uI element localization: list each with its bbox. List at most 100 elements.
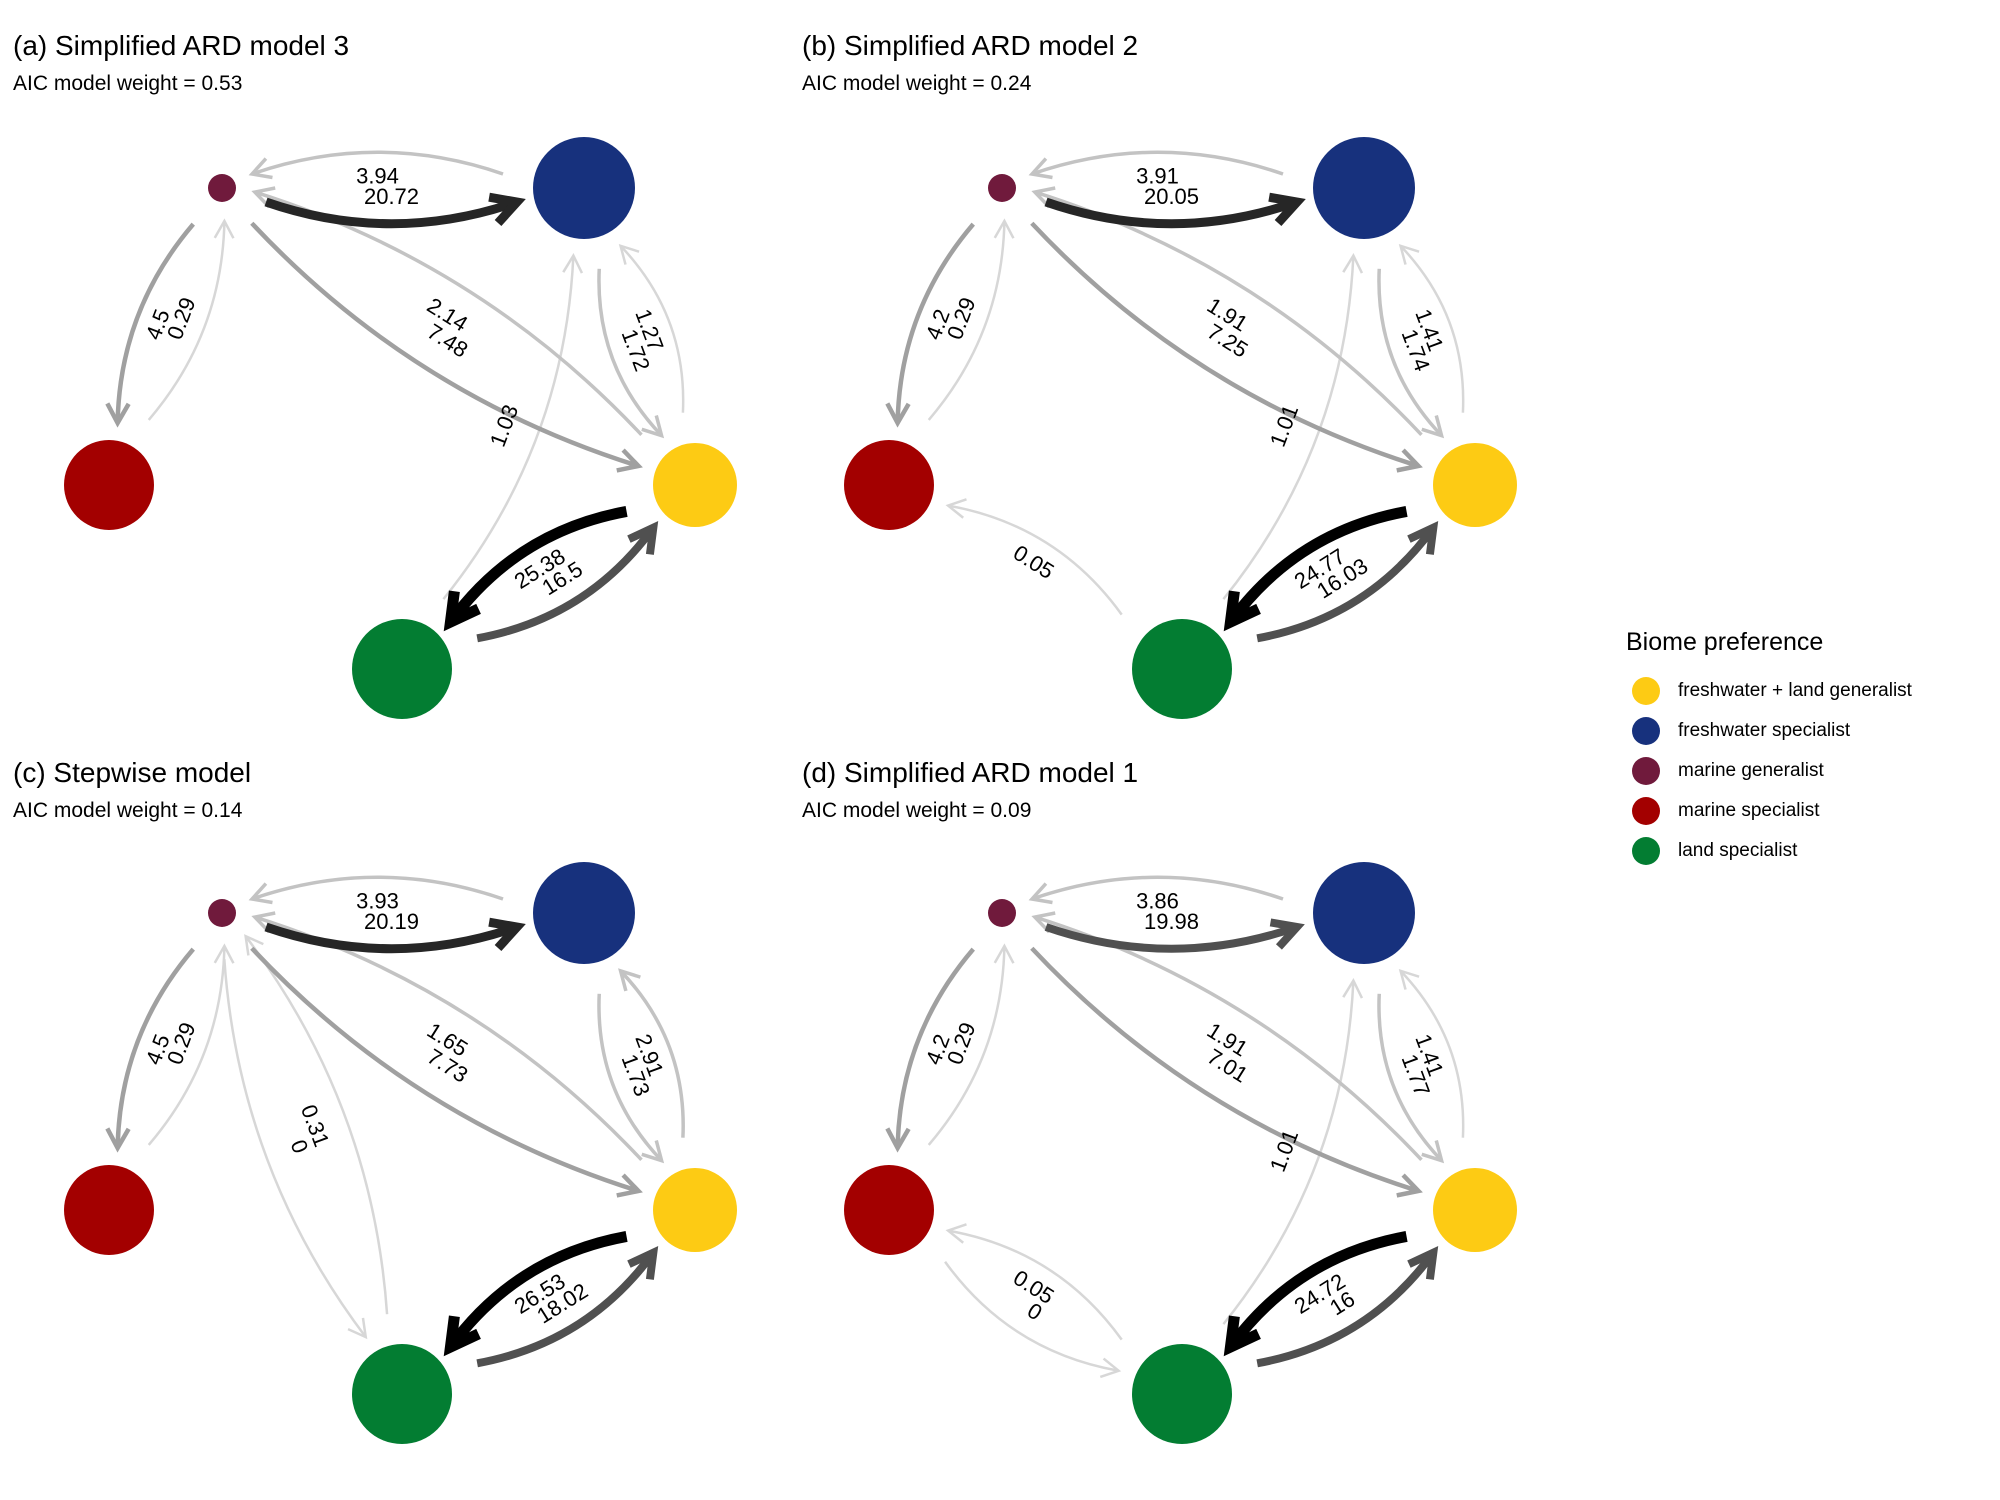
edge-label: 20.19: [364, 909, 419, 934]
arrowhead-icon: [627, 1245, 659, 1280]
edge-fs-to-mg: [248, 875, 504, 905]
legend-swatch: [1632, 797, 1660, 825]
edge-fs-to-mg: [248, 150, 504, 180]
edge-line: [1399, 244, 1465, 413]
edge-line: [250, 221, 640, 469]
edge-line: [1031, 875, 1284, 901]
edge-line: [619, 244, 685, 413]
node-marine-generalist: [988, 899, 1016, 927]
edge-line: [927, 220, 1006, 421]
edge-line: [147, 220, 226, 421]
arrowhead-icon: [618, 243, 640, 265]
arrowhead-icon: [443, 1315, 481, 1357]
arrowhead-icon: [1269, 918, 1305, 950]
nodes: [64, 862, 737, 1444]
arrowhead-icon: [1396, 448, 1423, 473]
arrowhead-icon: [1031, 911, 1056, 934]
edge-ls-to-ms: [945, 1223, 1123, 1341]
legend-swatch: [1632, 757, 1660, 785]
edge-flg-to-fs: [1398, 968, 1465, 1138]
legend-item-ls: land specialist: [1626, 831, 1912, 871]
edge-line: [115, 947, 195, 1149]
edge-line: [251, 875, 504, 901]
edge-line: [947, 1229, 1123, 1341]
edge-line: [1226, 506, 1408, 626]
node-marine-specialist: [844, 1165, 934, 1255]
edge-mg-to-flg: [1030, 221, 1423, 473]
legend-item-mg: marine generalist: [1626, 751, 1912, 791]
edge-label: 3.86: [1136, 889, 1179, 914]
edge-line: [1044, 923, 1299, 953]
edge-flg-to-ls: [1223, 506, 1408, 632]
edge-ls-to-fs: [1222, 253, 1364, 600]
arrowhead-icon: [1223, 590, 1261, 632]
arrowhead-icon: [1421, 415, 1445, 439]
edge-line: [476, 1250, 657, 1368]
edge-label: 1.01: [1265, 1126, 1304, 1175]
edge-mg-to-flg: [250, 221, 643, 473]
edge-line: [244, 935, 389, 1315]
arrowhead-icon: [1407, 520, 1439, 555]
edge-line: [1377, 268, 1443, 437]
edge-ms-to-mg: [147, 218, 235, 421]
arrowhead-icon: [1031, 186, 1056, 209]
edge-line: [223, 959, 367, 1338]
node-freshwater-specialist: [1313, 137, 1415, 239]
arrowhead-icon: [627, 520, 659, 555]
edge-mg-to-fs: [1044, 918, 1305, 953]
edge-mg-to-ls: [223, 959, 368, 1340]
arrowhead-icon: [347, 1317, 368, 1340]
panel-c: (c) Stepwise model AIC model weight = 0.…: [0, 727, 780, 1454]
edge-ls-to-fs: [1222, 978, 1364, 1325]
edge-line: [947, 504, 1123, 616]
edge-line: [115, 222, 195, 424]
edge-fs-to-flg: [1377, 993, 1445, 1164]
node-marine-generalist: [208, 174, 236, 202]
panel-title: (b) Simplified ARD model 2: [802, 30, 1139, 61]
node-marine-generalist: [988, 174, 1016, 202]
node-freshwater-specialist: [1313, 862, 1415, 964]
edge-label: 20.72: [364, 184, 419, 209]
edge-ls-to-flg: [476, 1245, 659, 1368]
edge-line: [1256, 525, 1437, 643]
edge-line: [446, 1231, 628, 1351]
edge-label: 19.98: [1144, 909, 1199, 934]
edge-line: [250, 946, 640, 1194]
node-marine-specialist: [64, 1165, 154, 1255]
arrowhead-icon: [248, 157, 273, 180]
edge-line: [1256, 1250, 1437, 1368]
edge-fs-to-mg: [1028, 150, 1284, 180]
legend-label: freshwater specialist: [1678, 720, 1851, 741]
node-freshwater-specialist: [533, 137, 635, 239]
node-freshwater-land-generalist: [1433, 443, 1517, 527]
panel-subtitle: AIC model weight = 0.53: [13, 72, 243, 95]
legend-swatch: [1632, 677, 1660, 705]
edge-line: [251, 150, 504, 176]
arrowhead-icon: [945, 1223, 967, 1244]
arrowhead-icon: [1407, 1245, 1439, 1280]
panel-d: (d) Simplified ARD model 1 AIC model wei…: [789, 727, 1569, 1454]
edge-label: 3.93: [356, 889, 399, 914]
node-freshwater-land-generalist: [653, 443, 737, 527]
edge-line: [895, 947, 975, 1149]
edge-line: [1222, 255, 1355, 600]
edge-ms-to-mg: [147, 943, 235, 1146]
edges: [885, 875, 1465, 1379]
node-marine-specialist: [64, 440, 154, 530]
panel-title: (a) Simplified ARD model 3: [13, 30, 350, 61]
arrowhead-icon: [1028, 157, 1053, 180]
node-freshwater-land-generalist: [653, 1168, 737, 1252]
edges: [885, 150, 1465, 643]
edge-line: [597, 268, 663, 437]
arrowhead-icon: [1223, 1315, 1261, 1357]
edge-line: [1030, 221, 1420, 469]
panel-b: (b) Simplified ARD model 2 AIC model wei…: [789, 0, 1569, 727]
panel-subtitle: AIC model weight = 0.24: [802, 72, 1032, 95]
edge-line: [1044, 197, 1299, 229]
edge-line: [147, 945, 226, 1146]
nodes: [64, 137, 737, 719]
edge-fs-to-flg: [597, 268, 665, 439]
edge-line: [1226, 1231, 1408, 1351]
edge-line: [597, 993, 663, 1162]
